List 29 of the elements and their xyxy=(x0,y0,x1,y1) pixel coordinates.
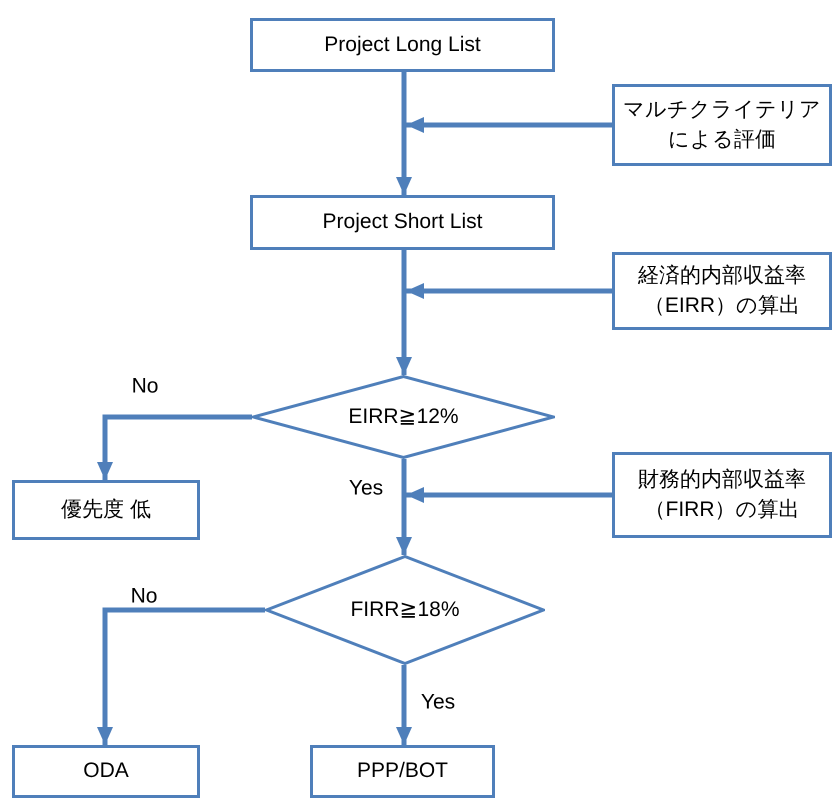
box-text: Project Short List xyxy=(322,209,482,236)
box-text: PPP/BOT xyxy=(356,758,448,784)
box-text: 財務的内部収益率（FIRR）の算出 xyxy=(637,466,807,523)
process-box xyxy=(612,452,832,538)
arrow xyxy=(406,283,612,299)
arrow xyxy=(396,72,412,195)
box-text: Project Long List xyxy=(324,32,481,58)
box-text: 経済的内部収益率（EIRR）の算出 xyxy=(637,262,807,319)
arrow xyxy=(97,608,265,745)
process-box xyxy=(12,745,200,798)
condition-text: FIRR≧18% xyxy=(350,596,460,623)
box-text: 優先度 低 xyxy=(61,496,151,523)
condition-text: EIRR≧12% xyxy=(348,404,459,430)
arrow xyxy=(396,459,412,555)
process-box xyxy=(250,18,555,72)
arrow xyxy=(396,665,412,745)
decision-diamond xyxy=(265,555,545,665)
arrow xyxy=(406,487,612,503)
decision-diamond xyxy=(252,375,555,459)
arrow xyxy=(406,117,612,133)
process-box xyxy=(612,252,832,330)
process-box xyxy=(310,745,495,798)
box-text: ODA xyxy=(83,758,129,784)
process-box xyxy=(612,84,832,166)
process-box xyxy=(12,480,200,540)
process-box xyxy=(250,195,555,250)
box-text: マルチクライテリアによる評価 xyxy=(622,96,822,153)
arrow xyxy=(396,250,412,375)
arrow xyxy=(97,414,252,480)
